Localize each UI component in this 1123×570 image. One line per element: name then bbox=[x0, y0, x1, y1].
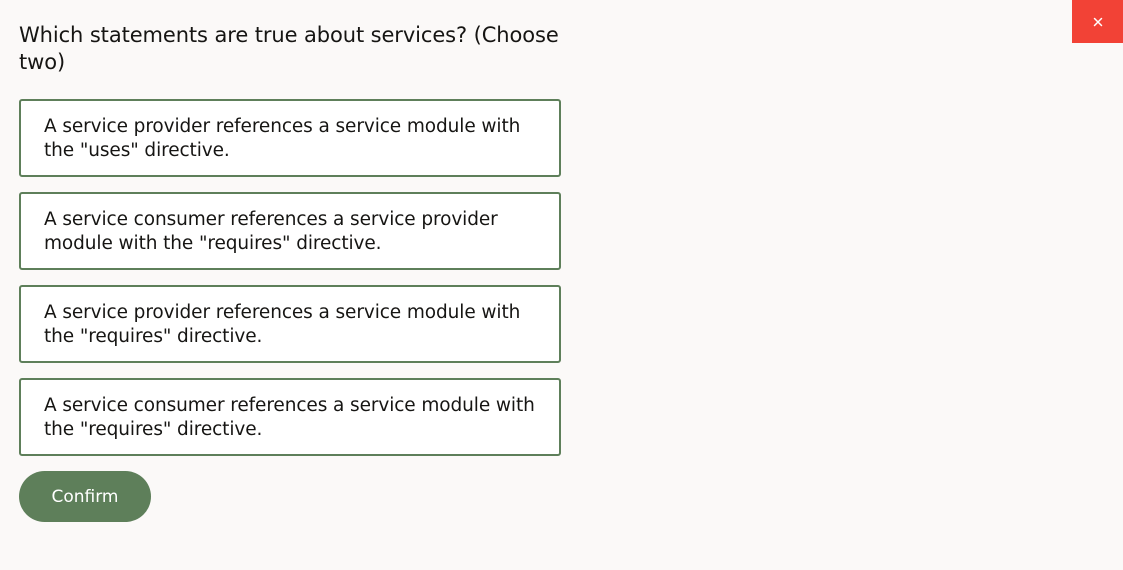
answer-option-2[interactable]: A service consumer references a service … bbox=[19, 192, 561, 270]
question-text: Which statements are true about services… bbox=[19, 23, 559, 74]
answer-option-4[interactable]: A service consumer references a service … bbox=[19, 378, 561, 456]
answer-options: A service provider references a service … bbox=[19, 99, 561, 471]
answer-option-1[interactable]: A service provider references a service … bbox=[19, 99, 561, 177]
close-icon bbox=[1093, 17, 1103, 27]
close-button[interactable] bbox=[1072, 0, 1123, 43]
answer-option-3[interactable]: A service provider references a service … bbox=[19, 285, 561, 363]
confirm-button[interactable]: Confirm bbox=[19, 471, 151, 522]
